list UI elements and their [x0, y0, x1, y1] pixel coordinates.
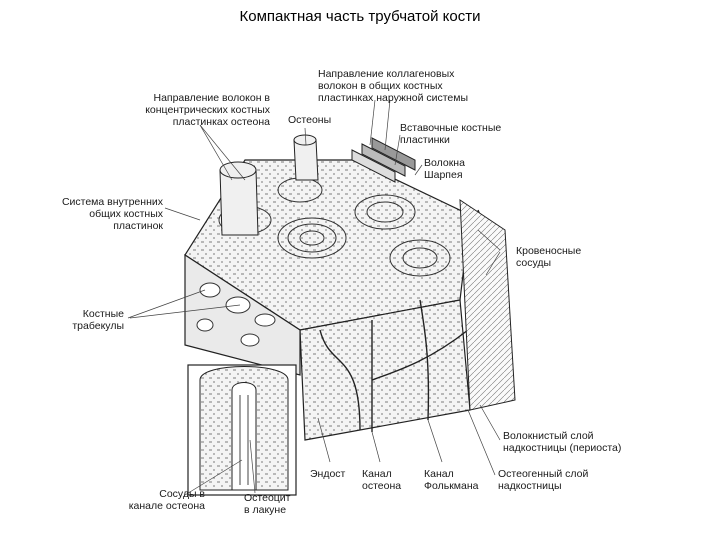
label-vessels-in-canal: Сосуды в канале остеона — [128, 488, 205, 512]
label-fiber-direction-osteon: Направление волокон в концентрических ко… — [145, 92, 270, 128]
periosteum-layer — [459, 199, 516, 411]
label-collagen-direction: Направление коллагеновых волокон в общих… — [318, 68, 469, 104]
label-osteon-canal: Канал остеона — [362, 468, 402, 492]
label-inner-system: Система внутренних общих костных пластин… — [61, 196, 163, 232]
label-volkmann-canal: Канал Фолькмана — [424, 468, 479, 492]
label-endosteum: Эндост — [310, 468, 346, 480]
diagram-title: Компактная часть трубчатой кости — [239, 8, 481, 25]
interstitial-plates — [351, 137, 416, 183]
label-interstitial-lamellae: Вставочные костные пластинки — [400, 122, 502, 146]
osteon-cylinders — [219, 134, 319, 236]
osteon-rings — [218, 177, 451, 277]
leader-lines — [127, 99, 501, 496]
label-blood-vessels: Кровеносные сосуды — [516, 245, 582, 269]
label-osteogenic-layer: Остеогенный слой надкостницы — [498, 468, 589, 492]
label-fibrous-layer: Волокнистый слой надкостницы (периоста) — [503, 430, 622, 454]
osteon-inset — [187, 364, 297, 496]
label-osteons: Остеоны — [288, 114, 332, 126]
label-sharpey-fibers: Волокна Шарпея — [424, 157, 465, 181]
label-osteocyte: Остеоцит в лакуне — [244, 492, 291, 516]
label-trabeculae: Костные трабекулы — [72, 308, 124, 332]
